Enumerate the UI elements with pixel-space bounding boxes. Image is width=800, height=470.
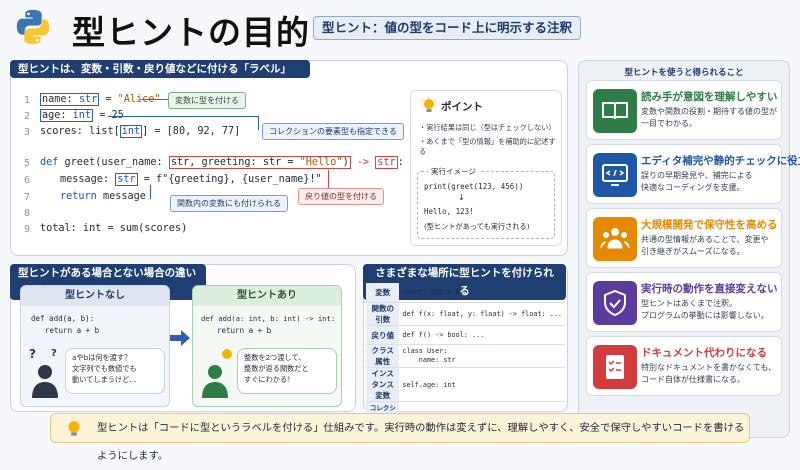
python-logo-icon (16, 9, 50, 45)
arrow-collection (108, 116, 258, 118)
arrow-local (150, 185, 152, 199)
callout-var: 変数に型を付ける (168, 92, 246, 109)
benefit-card: 実行時の動作を直接変えない 型ヒントはあくまで注釈。 プログラムの挙動には影響し… (586, 272, 782, 332)
line-number: 8 (24, 208, 31, 219)
benefit-desc: 特別なドキュメントを書かなくても、 コード自体が仕様書になる。 (641, 363, 777, 384)
code-line-3: scores: list[int] = [80, 92, 77] (40, 125, 241, 138)
line-number: 3 (24, 127, 31, 138)
team-icon (593, 217, 637, 261)
code-line: return a + b (45, 326, 100, 335)
code-line: def add(a: int, b: int) -> int: (201, 314, 336, 323)
exec-title: 実行イメージ (428, 166, 479, 177)
benefit-title: エディタ補完や静的チェックに役立つ (641, 155, 800, 167)
compare-with-title: 型ヒントあり (193, 286, 341, 306)
benefit-desc: 型ヒントはあくまで注釈。 プログラムの挙動には影響しない。 (641, 299, 769, 320)
summary-footer: 型ヒントは「コードに型というラベルを付ける」仕組みです。実行時の動作は変えずに、… (50, 413, 750, 462)
compare-with-box: 型ヒントあり def add(a: int, b: int) -> int: r… (192, 285, 342, 407)
line-number: 2 (24, 111, 31, 122)
code-line: def add(a, b): (31, 314, 95, 323)
callout-return: 戻り値の型を付ける (298, 188, 384, 205)
code-line-2: age: int = 25 (40, 109, 124, 122)
page-title: 型ヒントの目的 (72, 13, 310, 52)
benefit-title: 実行時の動作を直接変えない (641, 283, 778, 295)
line-number: 5 (24, 158, 31, 169)
benefit-card: 読み手が意図を理解しやすい 変数や関数の役割・期待する値の型が 一目でわかる。 (586, 80, 782, 140)
benefit-title: ドキュメント代わりになる (641, 347, 767, 359)
compare-without-title: 型ヒントなし (21, 286, 169, 306)
benefit-card: 大規模開発で保守性を高める 共通の型情報があることで、変更や 引き継ぎがスムーズ… (586, 208, 782, 268)
exec-output: Hello, 123! (424, 207, 474, 216)
lightbulb-icon (421, 97, 437, 112)
monitor-code-icon (593, 153, 637, 197)
lightbulb-icon (68, 421, 80, 436)
summary-text: 型ヒントは「コードに型というラベルを付ける」仕組みです。実行時の動作は変えずに、… (97, 422, 745, 462)
code-line: return a + b (217, 326, 272, 335)
speech-bubble: 整数を2つ渡して、整数が返る関数だとすぐにわかる！ (237, 348, 337, 394)
compare-without-box: 型ヒントなし def add(a, b): return a + b ?? aや… (20, 285, 170, 407)
definition-badge: 型ヒント：値の型をコード上に明示する注釈 (313, 16, 581, 40)
exec-arrow: ↓ (458, 193, 465, 202)
svg-text:?: ? (29, 347, 36, 361)
line-number: 7 (24, 192, 31, 203)
code-line-5: def greet(user_name: str, greeting: str … (40, 156, 404, 169)
exec-call: print(greet(123, 456)) (424, 182, 524, 191)
exec-image-box: 実行イメージ print(greet(123, 456)) ↓ Hello, 1… (417, 166, 555, 239)
code-panel-title: 型ヒントは、変数・引数・戻り値などに付ける「ラベル」 (10, 60, 310, 78)
point-title: ポイント (441, 101, 483, 113)
benefit-title: 大規模開発で保守性を高める (641, 219, 778, 231)
confused-person-icon: ?? (29, 347, 58, 398)
happy-person-icon (202, 349, 232, 398)
callout-collection: コレクションの要素型も指定できる (262, 123, 404, 140)
benefit-desc: 誤りの早期発見や、補完による 快適なコーディングを支援。 (641, 171, 753, 192)
arrow-var (140, 99, 168, 101)
line-number: 6 (24, 175, 31, 186)
svg-text:?: ? (51, 348, 57, 359)
code-line-1: name: str = "Alice" (40, 93, 161, 106)
benefit-card: ドキュメント代わりになる 特別なドキュメントを書かなくても、 コード自体が仕様書… (586, 336, 782, 396)
benefit-desc: 変数や関数の役割・期待する値の型が 一目でわかる。 (641, 107, 777, 128)
book-icon (593, 89, 637, 133)
code-line-7: return message (60, 191, 146, 202)
speech-bubble: aやbは何を渡す？文字列でも数値でも動いてしまうけど… (65, 348, 165, 394)
code-line-6: message: str = f"{greeting}, {user_name}… (60, 173, 322, 186)
callout-local: 関数内の変数にも付けられる (170, 195, 288, 212)
checklist-icon (593, 345, 637, 389)
line-number: 1 (24, 95, 31, 106)
point-item: ・実行結果は同じ（型はチェックしない） (419, 123, 556, 132)
benefit-desc: 共通の型情報があることで、変更や 引き継ぎがスムーズになる。 (641, 235, 769, 256)
point-item: ・あくまで「型の情報」を補助的に記述する (419, 137, 556, 156)
code-line-9: total: int = sum(scores) (40, 223, 188, 234)
shield-check-icon (593, 281, 637, 325)
line-number: 9 (24, 224, 31, 235)
benefit-title: 読み手が意図を理解しやすい (641, 91, 778, 103)
arrow-return (328, 170, 330, 192)
exec-note: (型ヒントがあっても実行される) (424, 222, 530, 231)
arrow-collection-v (258, 116, 260, 130)
benefit-card: エディタ補完や静的チェックに役立つ 誤りの早期発見や、補完による 快適なコーディ… (586, 144, 800, 204)
arrow-right-icon (170, 330, 190, 346)
point-box: ポイント ・実行結果は同じ（型はチェックしない） ・あくまで「型の情報」を補助的… (410, 90, 562, 246)
benefits-title: 型ヒントを使うと得られること (624, 68, 744, 78)
